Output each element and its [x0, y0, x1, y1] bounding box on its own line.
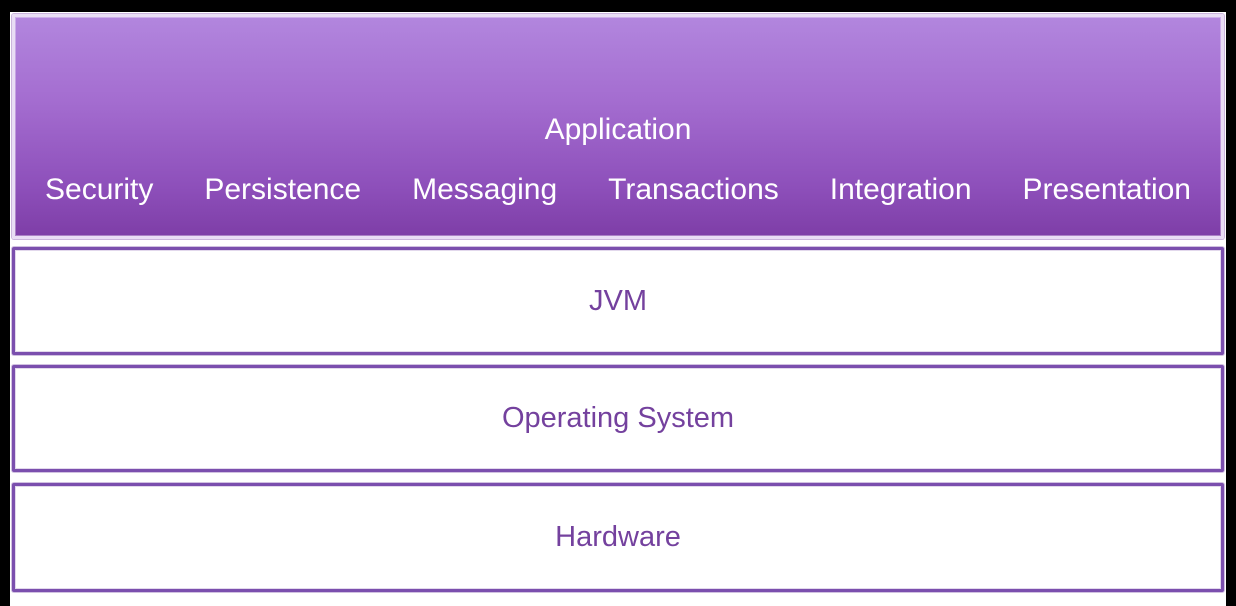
module-label-persistence: Persistence — [204, 173, 362, 206]
module-label-presentation: Presentation — [1022, 173, 1191, 206]
hardware-layer-box: Hardware — [12, 483, 1224, 592]
hardware-layer-label: Hardware — [555, 521, 681, 553]
module-label-security: Security — [45, 173, 154, 206]
operating-system-layer-label: Operating System — [501, 402, 735, 434]
jvm-layer-label: JVM — [589, 284, 647, 317]
slide: Application Security Persistence Messagi… — [10, 12, 1226, 606]
application-modules-row: Security Persistence Messaging Transacti… — [45, 173, 1191, 207]
module-label-messaging: Messaging — [412, 173, 558, 206]
operating-system-layer-box: Operating System — [12, 365, 1224, 472]
application-layer-label: Application — [544, 113, 692, 146]
application-layer-box: Application Security Persistence Messagi… — [12, 14, 1224, 239]
module-label-transactions: Transactions — [608, 173, 779, 206]
module-label-integration: Integration — [829, 173, 972, 206]
jvm-layer-box: JVM — [12, 247, 1224, 355]
